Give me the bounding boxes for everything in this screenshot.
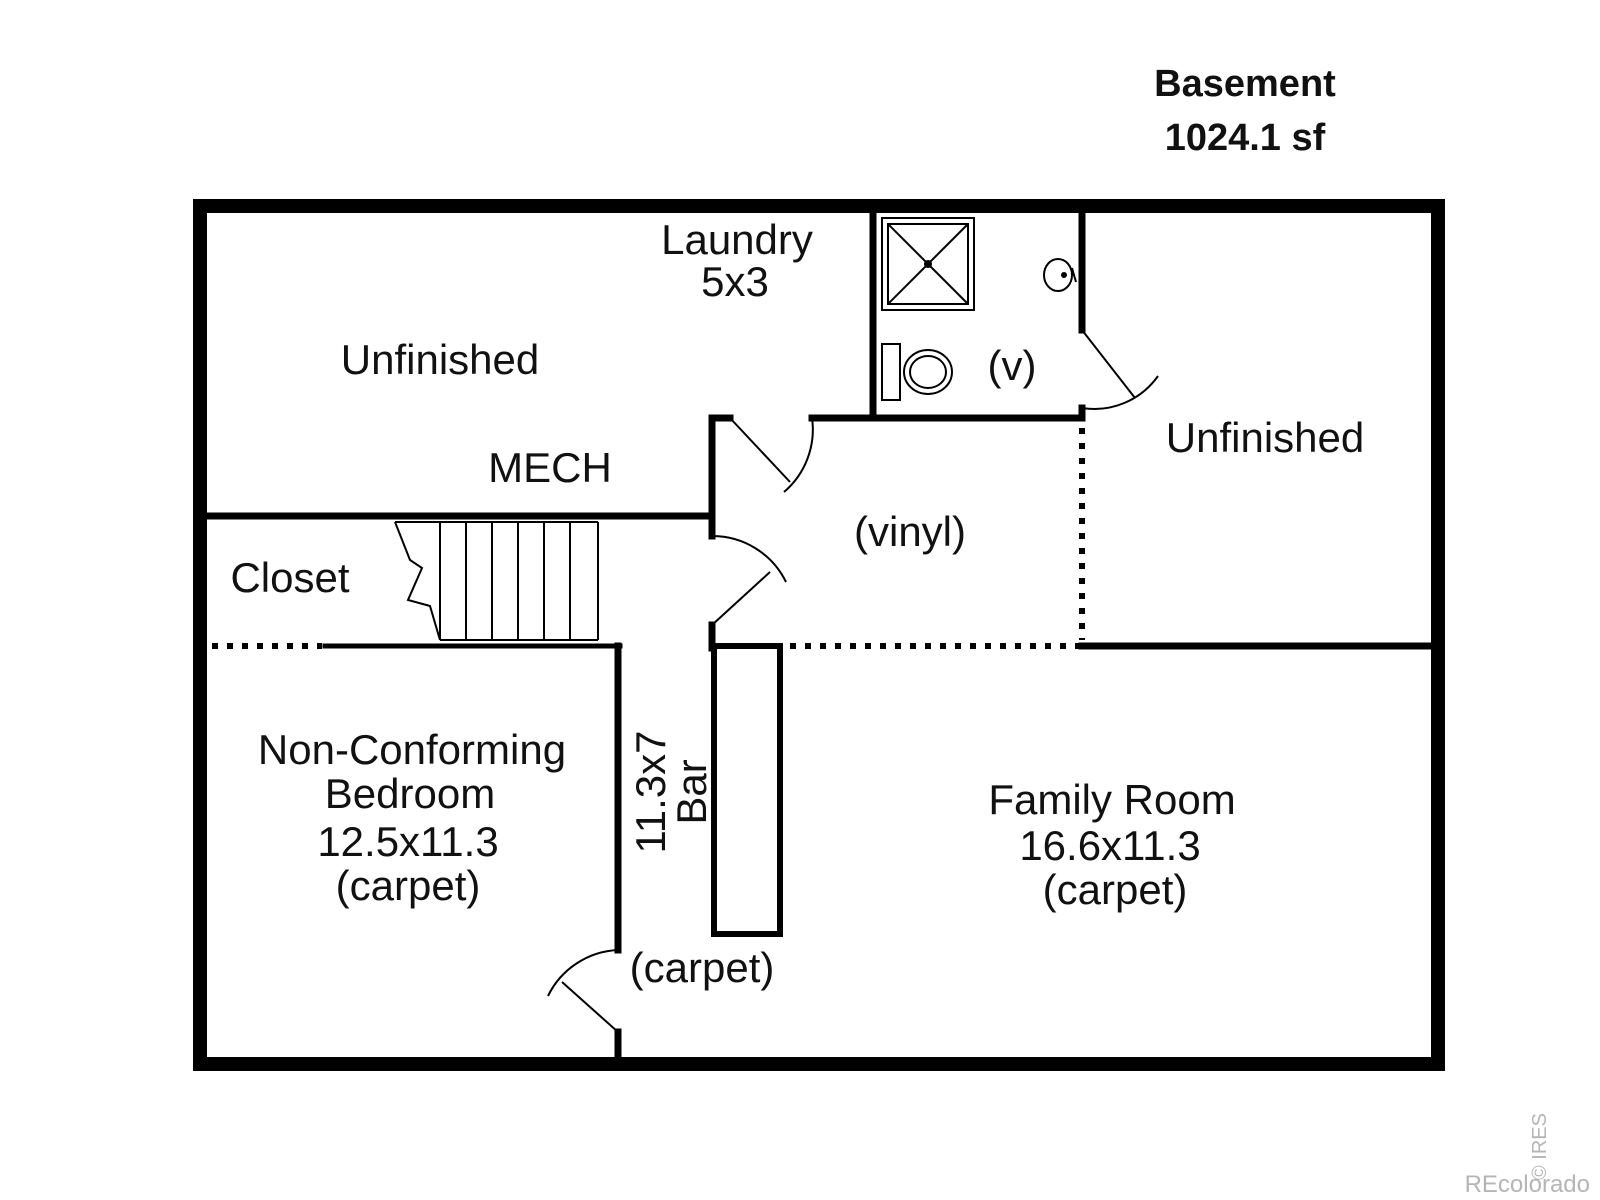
laundry-label: Laundry <box>661 216 813 263</box>
open-boundaries <box>212 428 1085 649</box>
bedroom-label-line2: Bedroom <box>325 770 495 817</box>
bar-counter <box>711 643 783 937</box>
plan-title: Basement <box>1154 63 1336 105</box>
family-room-floor-label: (carpet) <box>1043 866 1188 913</box>
bath-floor-label: (v) <box>988 342 1037 389</box>
toilet-icon <box>881 343 953 401</box>
family-room-dimensions: 16.6x11.3 <box>1019 822 1200 869</box>
ires-watermark: © IRES <box>1529 1113 1551 1180</box>
bedroom-floor-label: (carpet) <box>336 862 481 909</box>
bar-floor-label: (carpet) <box>630 944 775 991</box>
bedroom-label-line1: Non-Conforming <box>258 726 566 773</box>
bedroom-dimensions: 12.5x11.3 <box>317 818 498 865</box>
laundry-dimensions: 5x3 <box>701 258 769 305</box>
family-room-label: Family Room <box>988 776 1235 823</box>
unfinished-right-label: Unfinished <box>1166 414 1364 461</box>
room-labels: Unfinished Laundry 5x3 MECH (v) Unfinish… <box>230 216 1364 991</box>
exterior-wall <box>193 199 1445 1071</box>
closet-label: Closet <box>230 554 349 601</box>
shower-icon <box>881 217 975 311</box>
sink-icon <box>1043 258 1077 292</box>
staircase <box>394 521 599 641</box>
unfinished-left-label: Unfinished <box>341 336 539 383</box>
plan-area: 1024.1 sf <box>1165 117 1326 159</box>
bar-label: Bar <box>668 759 715 824</box>
bar-dimensions: 11.3x7 <box>627 731 674 854</box>
recolorado-watermark: REcolorado <box>1465 1171 1590 1198</box>
interior-walls <box>196 202 1442 1068</box>
mech-label: MECH <box>488 444 612 491</box>
door-swings <box>547 329 1159 1033</box>
hall-floor-label: (vinyl) <box>854 508 966 555</box>
